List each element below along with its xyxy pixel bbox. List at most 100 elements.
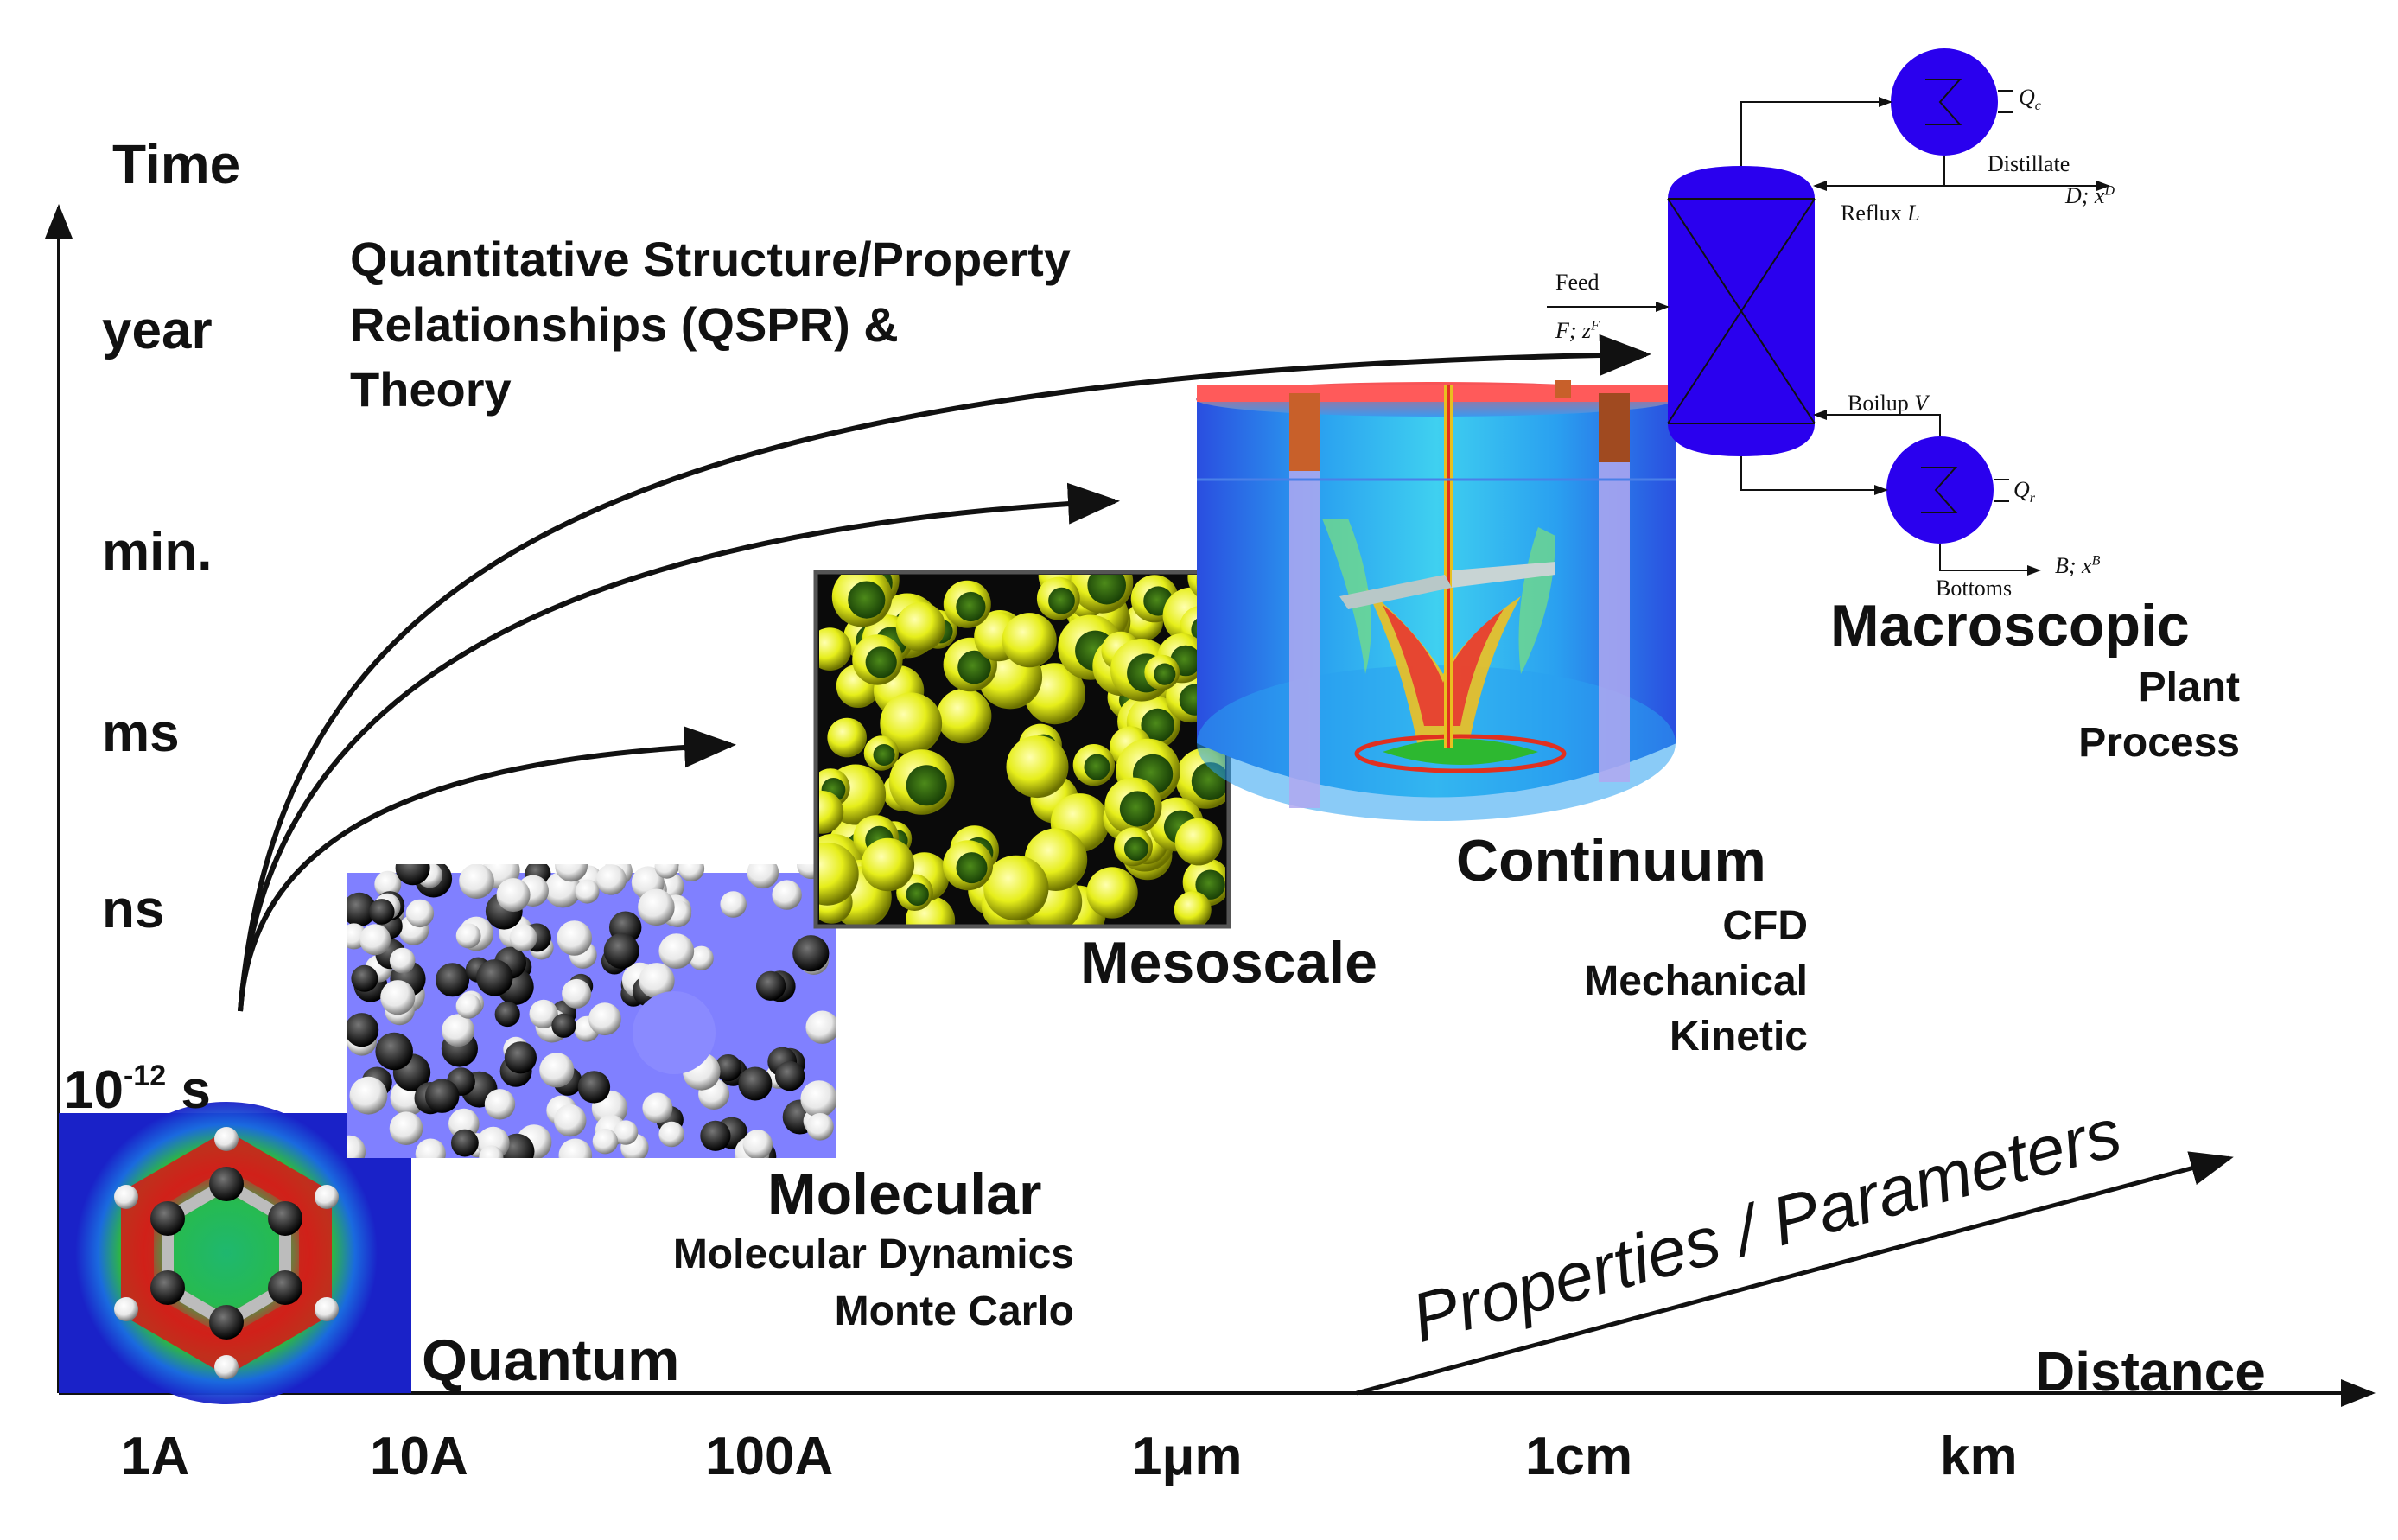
y-tick-ns: ns (102, 880, 165, 939)
molecule-atom (577, 1071, 611, 1104)
molecule-atom (557, 920, 592, 956)
molecule-atom (772, 880, 802, 910)
mesoscale-particle (1114, 827, 1153, 867)
molecule-atom (689, 945, 714, 971)
mesoscale-image (813, 570, 1231, 929)
molecule-atom (592, 1129, 619, 1155)
molecule-atom (496, 878, 531, 913)
molecular-image (347, 864, 836, 1158)
qspr-line-1: Quantitative Structure/Property (350, 232, 1071, 286)
molecular-title: Molecular (767, 1161, 1042, 1227)
molecule-atom (715, 1054, 742, 1082)
molecule-atom (792, 935, 830, 972)
x-tick-km: km (1940, 1427, 2018, 1486)
molecule-atom (389, 1111, 423, 1145)
qc-sub: c (2034, 99, 2041, 114)
molecule-atom (742, 1130, 773, 1158)
molecule-atom (562, 978, 592, 1009)
feed-var: F; zF (1555, 318, 1600, 344)
molecule-atom (451, 1129, 479, 1157)
molecule-atom (375, 1032, 414, 1071)
mesoscale-particle (863, 735, 900, 771)
continuum-sub-kinetic: Kinetic (1669, 1014, 1808, 1060)
molecule-atom (595, 864, 627, 895)
molecule-atom (436, 963, 470, 997)
distillation-column-image (1547, 48, 2110, 576)
properties-arrow (1356, 1151, 2234, 1396)
qspr-line-3: Theory (350, 362, 512, 417)
molecule-atom (347, 1135, 366, 1158)
molecule-atom (554, 1104, 587, 1137)
mesoscale-particle (880, 692, 943, 755)
molecule-atom (484, 1089, 516, 1120)
macroscopic-sub-plant: Plant (2138, 665, 2240, 710)
mesoscale-particle (861, 837, 915, 892)
y-tick-year: year (102, 301, 213, 360)
x-axis-title: Distance (2035, 1340, 2266, 1403)
molecule-atom (351, 964, 378, 992)
quantum-title: Quantum (422, 1327, 680, 1393)
x-tick-100a: 100A (705, 1427, 834, 1486)
molecule-atom (555, 864, 588, 882)
bottoms-var-text: B; x (2055, 553, 2092, 578)
y-tick-ms: ms (102, 703, 180, 763)
mesoscale-particle (1086, 867, 1138, 919)
x-tick-1um: 1μm (1132, 1427, 1243, 1486)
distillate-var-sup: D (2104, 183, 2115, 199)
molecule-atom (359, 924, 391, 956)
molecule-atom (575, 879, 600, 904)
benzene-atoms (114, 1127, 339, 1379)
reboiler-duty: Qr (2013, 477, 2035, 506)
y-origin-base: 10 (64, 1060, 124, 1120)
molecule-atom (700, 1120, 731, 1151)
feed-var-text: F; z (1555, 318, 1592, 343)
mesoscale-particle (1144, 654, 1180, 690)
mesoscale-particle (936, 688, 992, 744)
molecule-atom (479, 1145, 504, 1158)
mesoscale-particle (1174, 818, 1223, 866)
mesoscale-particle (943, 840, 994, 891)
mesoscale-particle (1002, 613, 1057, 668)
molecule-atom (756, 970, 786, 1001)
molecular-sub-md: Molecular Dynamics (672, 1231, 1074, 1277)
molecule-atom (738, 1066, 773, 1101)
bottoms-var-sup: B (2091, 553, 2101, 569)
molecule-atom (678, 864, 705, 881)
molecule-atom (800, 1080, 836, 1117)
continuum-sub-mechanical: Mechanical (1584, 958, 1808, 1004)
molecule-atom (459, 864, 494, 899)
bottoms-label: Bottoms (1936, 576, 2013, 601)
mesoscale-particle (827, 717, 867, 758)
reflux-var: L (1907, 200, 1920, 226)
mesoscale-particle (1071, 575, 1134, 614)
molecule-atom (642, 1092, 673, 1123)
molecule-atom (389, 947, 416, 974)
mesoscale-particle (1006, 735, 1069, 799)
molecule-atom (639, 963, 675, 999)
y-axis-title: Time (112, 133, 241, 195)
x-tick-10a: 10A (370, 1427, 468, 1486)
feed-label: Feed (1555, 270, 1600, 295)
molecule-atom (539, 1053, 575, 1088)
molecule-atom (654, 864, 679, 879)
molecule-atom (415, 1138, 446, 1158)
molecule-atom (347, 1013, 379, 1047)
molecule-atom (806, 1113, 834, 1141)
continuum-tank-image (1196, 380, 1676, 821)
molecule-atom (720, 891, 747, 918)
x-tick-1a: 1A (121, 1427, 190, 1486)
molecule-atom (588, 1002, 621, 1036)
qc-text: Q (2019, 85, 2035, 110)
mesoscale-particle (819, 791, 844, 834)
y-origin-unit: s (181, 1060, 211, 1120)
molecule-atom (442, 1014, 474, 1047)
molecule-atom (509, 924, 537, 952)
distillate-var: D; xD (2065, 183, 2115, 209)
mesoscale-particle (1072, 744, 1116, 786)
boilup-label: Boilup V (1848, 391, 1928, 417)
molecule-atom (603, 932, 639, 969)
mesoscale-particle (1174, 891, 1212, 925)
qspr-label: Quantitative Structure/Property Relation… (350, 226, 1071, 423)
